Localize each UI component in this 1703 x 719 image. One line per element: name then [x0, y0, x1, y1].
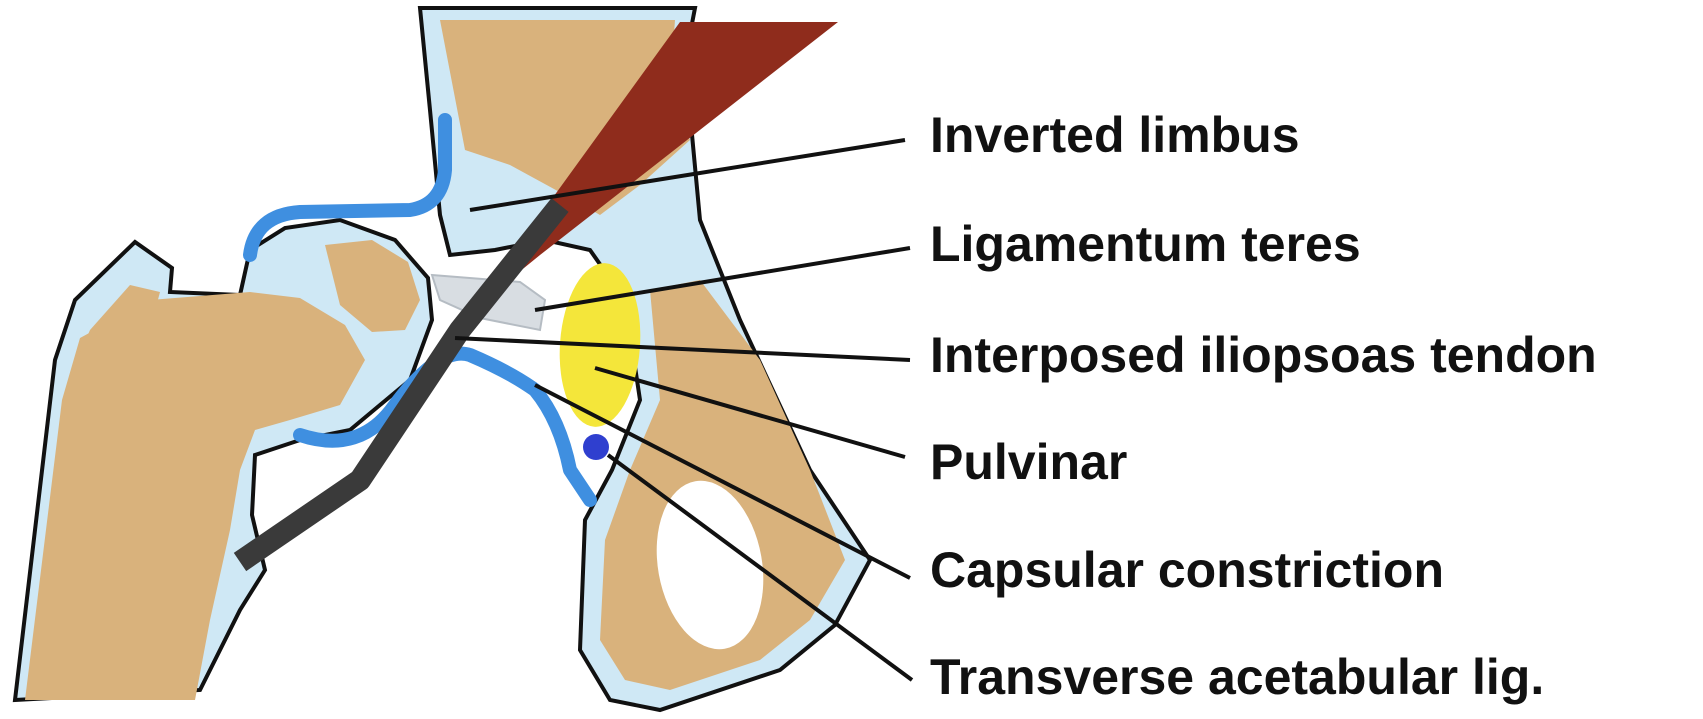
label-interposed-iliopsoas-tendon: Interposed iliopsoas tendon	[930, 330, 1597, 380]
label-ligamentum-teres: Ligamentum teres	[930, 219, 1361, 269]
transverse-ligament-dot	[583, 434, 609, 460]
label-capsular-constriction: Capsular constriction	[930, 545, 1444, 595]
label-transverse-acetabular-lig: Transverse acetabular lig.	[930, 652, 1544, 702]
label-pulvinar: Pulvinar	[930, 437, 1127, 487]
label-inverted-limbus: Inverted limbus	[930, 110, 1300, 160]
femur-bone	[25, 292, 365, 700]
